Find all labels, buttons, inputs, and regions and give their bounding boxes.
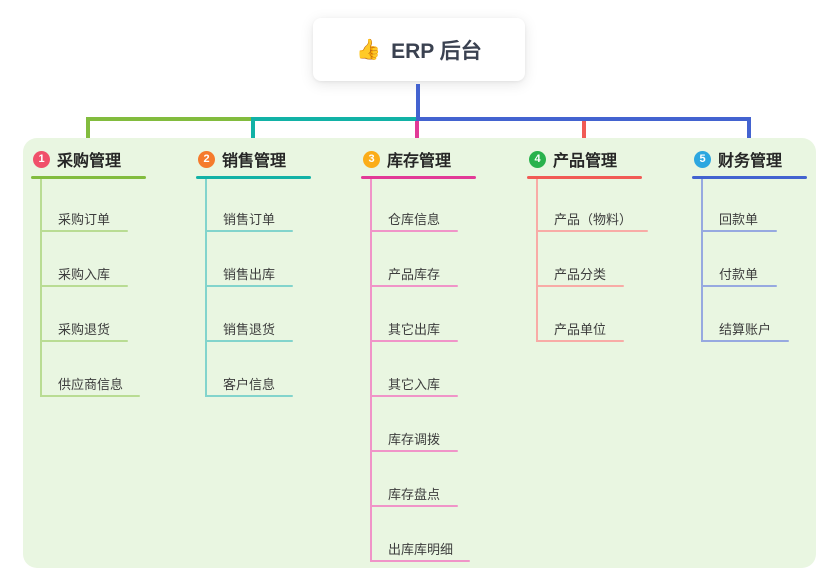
branch-inventory: 3 库存管理仓库信息产品库存其它出库其它入库库存调拨库存盘点出库库明细 — [361, 146, 523, 568]
item-label: 其它出库 — [388, 322, 441, 337]
item-label: 出库库明细 — [388, 542, 454, 557]
item-underline — [701, 340, 789, 342]
item-underline — [701, 230, 777, 232]
branch-header-purchase[interactable]: 1 采购管理 — [33, 148, 121, 170]
item-underline — [370, 395, 458, 397]
item-underline — [370, 505, 458, 507]
branch-header-underline — [361, 176, 476, 179]
connector-segment-purchase — [86, 117, 255, 121]
item-underline — [40, 340, 128, 342]
branch-header-underline — [196, 176, 311, 179]
branch-header-sales[interactable]: 2 销售管理 — [198, 148, 286, 170]
branch-sales: 2 销售管理销售订单销售出库销售退货客户信息 — [196, 146, 358, 568]
item-underline — [370, 560, 470, 562]
connector-segment-sales — [255, 117, 416, 121]
root-title: ERP 后台 — [391, 39, 482, 63]
item-label: 其它入库 — [388, 377, 441, 392]
thumbs-up-icon: 👍 — [356, 39, 382, 61]
branch-items-connector-line — [205, 179, 207, 397]
item-label: 采购订单 — [58, 212, 111, 227]
branch-header-product[interactable]: 4 产品管理 — [529, 148, 617, 170]
branch-header-finance[interactable]: 5 财务管理 — [694, 148, 782, 170]
branch-header-inventory[interactable]: 3 库存管理 — [363, 148, 451, 170]
drop-line-finance — [747, 117, 751, 143]
item-label: 供应商信息 — [58, 377, 124, 392]
item-label: 销售订单 — [223, 212, 276, 227]
drop-line-sales — [251, 117, 255, 143]
item-underline — [40, 230, 128, 232]
branch-number-badge: 3 — [363, 150, 380, 168]
item-label: 销售退货 — [223, 322, 276, 337]
branch-items-connector-line — [40, 179, 42, 397]
branch-number-badge: 1 — [33, 150, 50, 168]
item-underline — [205, 230, 293, 232]
item-underline — [536, 230, 648, 232]
item-underline — [536, 340, 624, 342]
branch-header-underline — [31, 176, 146, 179]
item-label: 产品分类 — [554, 267, 607, 282]
root-connector-stub — [416, 84, 420, 117]
item-underline — [370, 340, 458, 342]
branch-header-underline — [527, 176, 642, 179]
branch-items-connector-line — [536, 179, 538, 342]
item-label: 产品（物料） — [554, 212, 633, 227]
root-node-erp-backend[interactable]: 👍 ERP 后台 — [313, 18, 525, 81]
item-underline — [701, 285, 777, 287]
branch-title: 产品管理 — [553, 153, 618, 170]
item-label: 结算账户 — [719, 322, 772, 337]
branch-items-connector-line — [370, 179, 372, 562]
branch-number-badge: 4 — [529, 150, 546, 168]
branch-product: 4 产品管理产品（物料） 产品分类产品单位 — [527, 146, 689, 568]
item-underline — [205, 340, 293, 342]
item-underline — [370, 450, 458, 452]
item-label: 库存盘点 — [388, 487, 441, 502]
item-label: 采购入库 — [58, 267, 111, 282]
item-underline — [536, 285, 624, 287]
item-label: 产品单位 — [554, 322, 607, 337]
item-underline — [205, 285, 293, 287]
item-underline — [370, 285, 458, 287]
branch-finance: 5 财务管理回款单付款单结算账户 — [692, 146, 839, 568]
branches-panel — [23, 138, 816, 568]
branch-title: 财务管理 — [718, 153, 783, 170]
branch-title: 销售管理 — [222, 153, 287, 170]
item-label: 回款单 — [719, 212, 759, 227]
item-label: 客户信息 — [223, 377, 276, 392]
branch-purchase: 1 采购管理采购订单采购入库采购退货供应商信息 — [31, 146, 193, 568]
connector-segment-finance — [416, 117, 751, 121]
branch-number-badge: 2 — [198, 150, 215, 168]
branch-number-badge: 5 — [694, 150, 711, 168]
item-underline — [205, 395, 293, 397]
item-label: 库存调拨 — [388, 432, 441, 447]
drop-line-inventory — [415, 121, 419, 143]
item-underline — [370, 230, 458, 232]
branch-title: 采购管理 — [57, 153, 122, 170]
item-label: 仓库信息 — [388, 212, 441, 227]
branch-items-connector-line — [701, 179, 703, 342]
item-underline — [40, 285, 128, 287]
drop-line-purchase — [86, 117, 90, 143]
item-label: 付款单 — [719, 267, 759, 282]
item-label: 产品库存 — [388, 267, 441, 282]
item-label: 采购退货 — [58, 322, 111, 337]
item-underline — [40, 395, 140, 397]
item-label: 销售出库 — [223, 267, 276, 282]
branch-title: 库存管理 — [387, 153, 452, 170]
branch-header-underline — [692, 176, 807, 179]
drop-line-product — [582, 121, 586, 143]
